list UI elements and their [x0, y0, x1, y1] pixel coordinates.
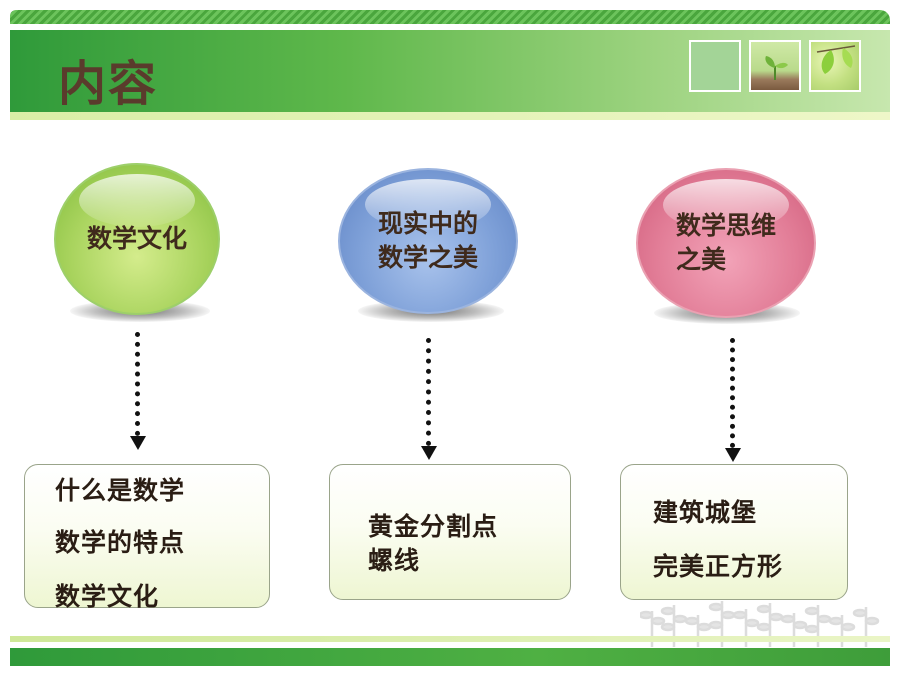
topic-label-line: 现实中的 — [377, 209, 478, 238]
topic-label: 数学思维 之美 — [676, 209, 776, 277]
footer-line — [10, 636, 890, 642]
thumbnail-leaf-image — [809, 40, 861, 92]
subtopic-item: 完美正方形 — [653, 552, 784, 581]
topic-bubble-math-thinking: 数学思维 之美 — [636, 168, 816, 318]
dotted-arrow-line — [135, 332, 140, 436]
topic-label-line: 数学之美 — [377, 243, 478, 272]
subtopic-item: 黄金分割点 — [368, 512, 499, 541]
topic-label-line: 数学文化 — [86, 224, 187, 253]
arrow-head-icon — [725, 448, 741, 462]
subtopic-item: 螺线 — [368, 546, 421, 575]
subtopic-item: 数学的特点 — [55, 528, 186, 557]
thumbnail-blank — [689, 40, 741, 92]
header-underline — [10, 112, 890, 120]
subtopic-item: 建筑城堡 — [653, 498, 758, 527]
plant-silhouettes-icon — [640, 601, 880, 647]
topic-label-line: 数学思维 — [675, 211, 776, 240]
thumbnail-sprout-image — [749, 40, 801, 92]
subtopic-item: 数学文化 — [55, 582, 160, 611]
header-top-stripe — [10, 10, 890, 24]
sprout-icon — [765, 56, 788, 80]
topic-bubble-math-culture: 数学文化 — [54, 163, 220, 315]
dotted-arrow-line — [730, 338, 735, 448]
page-title: 内容 — [58, 56, 159, 112]
subtopic-box-math-thinking: 建筑城堡 完美正方形 — [620, 464, 848, 600]
dotted-arrow-line — [426, 338, 431, 446]
topic-bubble-real-world-beauty: 现实中的 数学之美 — [338, 168, 518, 314]
header-band — [10, 30, 890, 112]
leaf-icon — [816, 45, 856, 74]
topic-label: 数学文化 — [87, 222, 187, 256]
arrow-head-icon — [130, 436, 146, 450]
topic-label-line: 之美 — [675, 245, 726, 274]
subtopic-box-real-world-beauty: 黄金分割点 螺线 — [329, 464, 571, 600]
subtopic-item: 什么是数学 — [55, 476, 186, 505]
topic-label: 现实中的 数学之美 — [378, 207, 478, 275]
arrow-head-icon — [421, 446, 437, 460]
subtopic-box-math-culture: 什么是数学 数学的特点 数学文化 — [24, 464, 270, 611]
footer-bar — [10, 648, 890, 666]
